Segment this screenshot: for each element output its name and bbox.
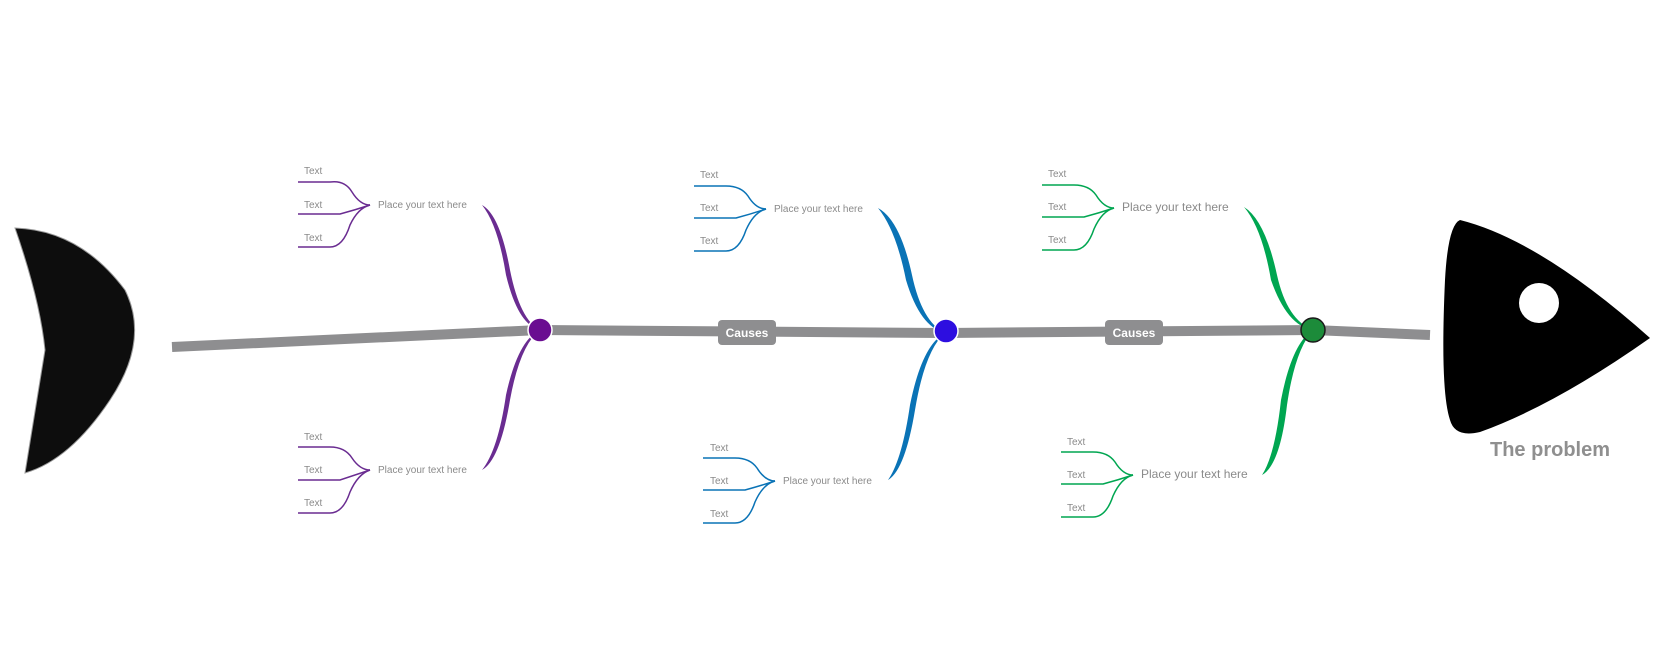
leaf-label[interactable]: Text — [1048, 169, 1067, 180]
leaf-bundle — [703, 457, 776, 524]
causes-badge[interactable]: Causes — [718, 320, 776, 345]
leaf-label[interactable]: Text — [700, 236, 719, 247]
fish-head — [1443, 220, 1650, 434]
leaf-label[interactable]: Text — [710, 476, 729, 487]
leaf-label[interactable]: Text — [1067, 470, 1086, 481]
branch-blue: Place your text here Text Text Text Plac… — [694, 170, 959, 524]
branch-node[interactable] — [1300, 317, 1326, 343]
leaf-label[interactable]: Text — [304, 465, 323, 476]
bone-bottom — [888, 333, 945, 480]
causes-badge[interactable]: Causes — [1105, 320, 1163, 345]
leaf-bundle — [1042, 184, 1115, 251]
bone-top — [1244, 207, 1313, 330]
causes-badge-label: Causes — [726, 326, 769, 340]
bone-top — [878, 208, 945, 333]
bone-top — [482, 205, 540, 330]
leaf-label[interactable]: Text — [710, 443, 729, 454]
fish-eye — [1519, 283, 1559, 323]
leaf-label[interactable]: Text — [1067, 437, 1086, 448]
cause-label[interactable]: Place your text here — [783, 476, 872, 487]
leaf-label[interactable]: Text — [304, 166, 323, 177]
leaf-bundle — [298, 180, 371, 248]
branch-node[interactable] — [933, 318, 959, 344]
cause-label[interactable]: Place your text here — [1141, 467, 1248, 481]
leaf-label[interactable]: Text — [304, 498, 323, 509]
branch-green: Place your text here Text Text Text Plac… — [1042, 169, 1326, 518]
cause-label[interactable]: Place your text here — [378, 200, 467, 211]
cause-label[interactable]: Place your text here — [1122, 200, 1229, 214]
leaf-bundle — [694, 185, 767, 252]
branch-node[interactable] — [527, 317, 553, 343]
leaf-label[interactable]: Text — [700, 170, 719, 181]
causes-badge-label: Causes — [1113, 326, 1156, 340]
leaf-label[interactable]: Text — [710, 509, 729, 520]
bone-bottom — [482, 330, 540, 470]
problem-label[interactable]: The problem — [1490, 439, 1610, 461]
leaf-label[interactable]: Text — [304, 233, 323, 244]
leaf-bundle — [1061, 451, 1134, 518]
leaf-label[interactable]: Text — [304, 200, 323, 211]
leaf-label[interactable]: Text — [1048, 202, 1067, 213]
leaf-label[interactable]: Text — [1048, 235, 1067, 246]
fish-tail — [14, 227, 136, 474]
fish-spine — [171, 325, 1431, 352]
cause-label[interactable]: Place your text here — [378, 465, 467, 476]
leaf-label[interactable]: Text — [700, 203, 719, 214]
branch-purple: Place your text here Text Text Text Plac… — [298, 166, 553, 514]
bone-bottom — [1262, 330, 1313, 475]
leaf-label[interactable]: Text — [1067, 503, 1086, 514]
leaf-label[interactable]: Text — [304, 432, 323, 443]
leaf-bundle — [298, 446, 371, 514]
cause-label[interactable]: Place your text here — [774, 204, 863, 215]
